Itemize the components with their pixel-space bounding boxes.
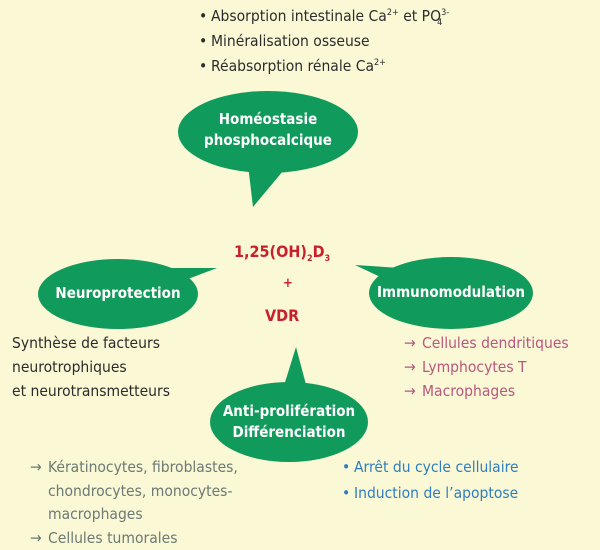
bubble-neuroprotection — [38, 259, 217, 329]
bullet-icon: • — [199, 32, 208, 50]
bullet-icon: • — [342, 484, 351, 502]
bubble-antiproliferation — [210, 347, 368, 462]
bubble-homeostasie — [178, 91, 358, 207]
antiprolif-item-1-line-3: macrophages — [48, 505, 143, 523]
formula-calcitriol: 1,25(OH)2D3 — [234, 242, 331, 265]
immuno-item-dendritic: →Cellules dendritiques — [404, 331, 569, 355]
cycle-item-apoptose: •Induction de l’apoptose — [342, 481, 518, 505]
bullet-icon: • — [199, 7, 208, 25]
immuno-item-lymphocytes: →Lymphocytes T — [404, 355, 527, 379]
antiprolif-item-2: →Cellules tumorales — [30, 526, 177, 550]
arrow-right-icon: → — [404, 358, 416, 376]
label-homeostasie: Homéostasie phosphocalcique — [204, 110, 332, 149]
label-neuroprotection: Neuroprotection — [55, 284, 181, 302]
arrow-right-icon: → — [404, 334, 416, 352]
arrow-right-icon: → — [404, 382, 416, 400]
bullet-icon: • — [342, 458, 351, 476]
cycle-item-arret: •Arrêt du cycle cellulaire — [342, 455, 519, 479]
label-immunomodulation: Immunomodulation — [377, 283, 525, 301]
top-item-mineralisation: •Minéralisation osseuse — [199, 29, 370, 53]
immuno-item-macrophages: →Macrophages — [404, 379, 515, 403]
neuro-line-3: et neurotransmetteurs — [12, 382, 171, 400]
antiprolif-item-1-line-2: chondrocytes, monocytes- — [48, 482, 233, 500]
label-antiproliferation: Anti-prolifération Différenciation — [222, 402, 356, 441]
top-item-absorption: •Absorption intestinale Ca2+ et PO3-4 — [199, 4, 449, 28]
neuro-line-1: Synthèse de facteurs — [12, 334, 160, 352]
bullet-icon: • — [199, 57, 208, 75]
plus-sign: + — [283, 276, 293, 291]
receptor-vdr: VDR — [265, 306, 300, 325]
bubble-immunomodulation — [355, 257, 533, 329]
arrow-right-icon: → — [30, 458, 42, 476]
arrow-right-icon: → — [30, 529, 42, 547]
top-item-reabsorption: •Réabsorption rénale Ca2+ — [199, 54, 386, 78]
neuro-line-2: neurotrophiques — [12, 358, 127, 376]
antiprolif-item-1-line-1: →Kératinocytes, fibroblastes, — [30, 455, 238, 479]
